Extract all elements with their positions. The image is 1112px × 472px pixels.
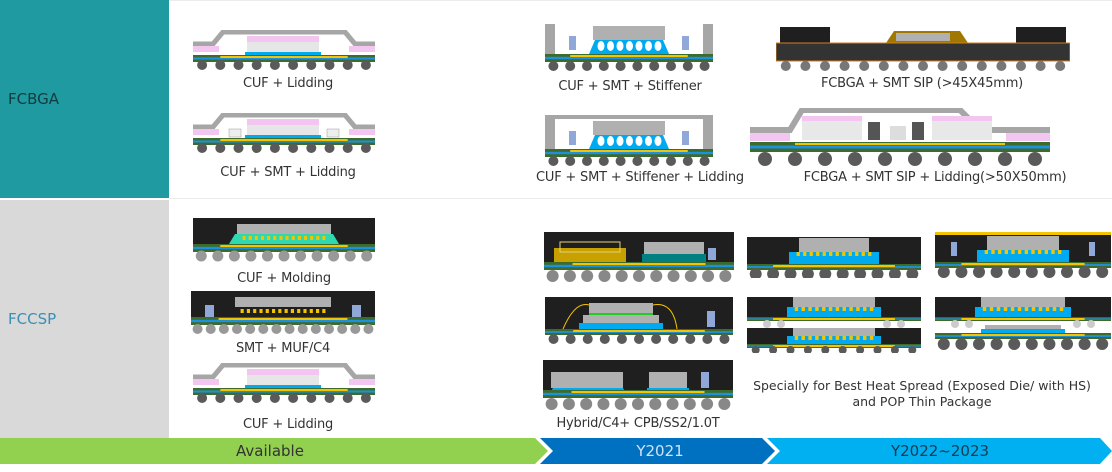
package-caption: CUF + SMT + Stiffener (558, 79, 702, 94)
package-illustration (545, 20, 713, 72)
timeline-label-available: Available (236, 442, 304, 460)
package-cross-section-stiffener (545, 24, 713, 71)
row-label-fccsp: FCCSP (0, 200, 169, 438)
timeline-label-y2021: Y2021 (636, 442, 684, 460)
package-cross-section-sip-lid (750, 108, 1050, 166)
fccsp-label: FCCSP (8, 310, 57, 328)
row-divider (169, 198, 1112, 199)
package-illustration (193, 113, 375, 153)
package-caption: CUF + Lidding (242, 76, 334, 91)
package-caption: CUF + SMT + Stiffener + Lidding (536, 170, 744, 185)
package-illustration (193, 30, 375, 70)
package-caption: FCBGA + SMT SIP + Lidding(>50X50mm) (803, 170, 1067, 185)
fcbga-label: FCBGA (8, 90, 60, 108)
package-caption: FCBGA + SMT SIP (>45X45mm) (820, 76, 1024, 91)
package-illustration (750, 108, 1050, 166)
package-caption: CUF + Lidding (242, 417, 334, 432)
package-illustration (544, 232, 734, 288)
package-cross-section-mold (193, 218, 375, 262)
timeline-label-y2022-2023: Y2022~2023 (890, 442, 990, 460)
timeline-segment-y2021 (540, 438, 775, 464)
package-illustration (747, 297, 921, 353)
package-illustration (935, 297, 1111, 351)
row-label-fcbga: FCBGA (0, 0, 169, 198)
package-illustration (935, 232, 1111, 278)
package-caption: SMT + MUF/C4 (235, 341, 331, 356)
package-illustration (545, 115, 713, 167)
package-illustration (191, 291, 375, 335)
package-cross-section-hybrid (543, 360, 733, 410)
package-cross-section-pop (747, 297, 921, 353)
note-line-2: and POP Thin Package (852, 394, 992, 409)
heat-spread-note: Specially for Best Heat Spread (Exposed … (752, 378, 1092, 410)
package-cross-section-lid-smt (193, 113, 375, 153)
package-illustration (543, 360, 733, 412)
package-illustration (545, 297, 733, 347)
package-cross-section-exposed (747, 237, 921, 278)
package-caption: CUF + Molding (237, 271, 331, 286)
package-cross-section-hybrid-wire (544, 232, 734, 282)
package-cross-section-lid (193, 363, 375, 403)
package-cross-section-pop-thin (935, 297, 1111, 350)
package-cross-section-exposed-hs (935, 232, 1111, 278)
package-caption: Hybrid/C4+ CPB/SS2/1.0T (556, 416, 720, 431)
package-illustration (193, 218, 375, 264)
package-caption: CUF + SMT + Lidding (220, 165, 356, 180)
timeline-arrows (0, 438, 1112, 464)
top-divider (169, 0, 1112, 1)
package-illustration (747, 234, 921, 278)
timeline-segment-y2022 (767, 438, 1112, 464)
package-cross-section-lid (193, 30, 375, 70)
package-illustration (193, 363, 375, 403)
note-line-1: Specially for Best Heat Spread (Exposed … (753, 378, 1091, 393)
package-illustration (776, 25, 1070, 73)
package-cross-section-stiffener-lid (545, 115, 713, 166)
timeline-segment-available (0, 438, 548, 464)
package-cross-section-sip (776, 27, 1070, 71)
package-cross-section-wirebond-stack (545, 297, 733, 344)
package-cross-section-muf (191, 291, 375, 334)
